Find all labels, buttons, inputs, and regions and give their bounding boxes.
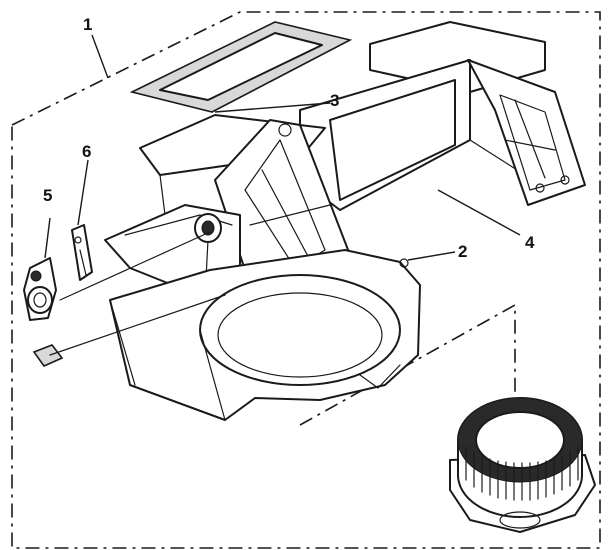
- linkage-lever: [23, 257, 57, 321]
- callout-4: 4: [525, 233, 535, 252]
- lower-blower-case: [109, 249, 421, 421]
- mode-door-grid: [467, 59, 586, 206]
- actuator-arm: [71, 224, 93, 281]
- assembly-boundary: [11, 11, 601, 549]
- callout-1: 1: [83, 15, 92, 34]
- top-seal-gasket: [129, 21, 353, 113]
- upper-duct-housing: [299, 21, 546, 211]
- callout-labels: 1 2 3 4 5 6: [43, 15, 535, 261]
- blower-motor-wheel: [449, 397, 596, 533]
- callout-5: 5: [43, 186, 52, 205]
- callout-3: 3: [330, 91, 339, 110]
- callout-2: 2: [458, 242, 467, 261]
- retaining-clip: [32, 344, 64, 367]
- callout-6: 6: [82, 142, 91, 161]
- leader-lines: [44, 34, 521, 356]
- pivot-bushing: [194, 213, 222, 243]
